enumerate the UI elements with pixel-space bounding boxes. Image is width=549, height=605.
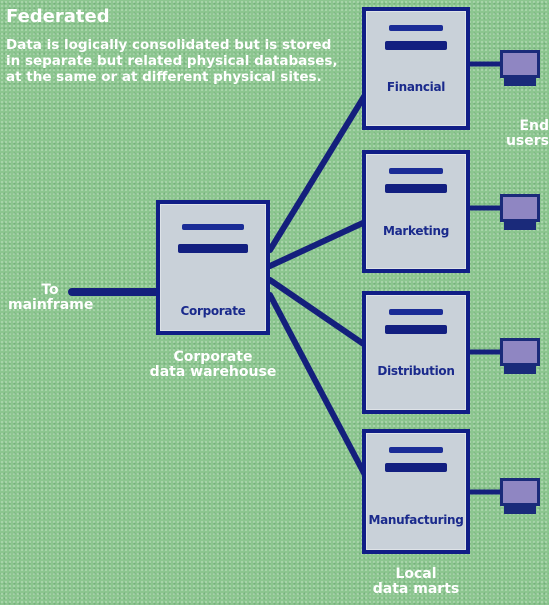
end-users-line2: users [505,133,549,149]
corporate-caption-line1: Corporate [173,349,253,365]
end-user-terminal-financial [500,50,540,86]
local-data-marts-caption: Local data marts [366,567,466,597]
database-disk-icon [389,447,443,453]
diagram-description: Data is logically consolidated but is st… [6,37,338,85]
database-disk-icon [385,463,447,472]
corporate-warehouse-caption: Corporate data warehouse [141,350,285,380]
mart-label-marketing: Marketing [382,224,450,238]
database-disk-icon [389,309,443,315]
mart-box-distribution: Distribution [362,291,470,414]
local-marts-line1: Local [395,566,437,582]
mart-label-financial: Financial [386,80,446,94]
connector-manufacturing [267,292,368,478]
database-disk-icon [385,184,447,193]
end-user-terminal-manufacturing [500,478,540,514]
end-users-line1: End [519,118,549,134]
end-user-terminal-marketing [500,194,540,230]
to-mainframe-caption: To mainframe [8,282,94,313]
mart-box-marketing: Marketing [362,150,470,273]
database-disk-icon [385,325,447,334]
computer-terminal-icon [500,338,540,366]
mart-label-distribution: Distribution [377,364,455,378]
to-mainframe-line1: To [41,282,59,298]
database-disk-icon [385,41,447,50]
end-users-caption: End users [498,119,549,149]
mart-box-manufacturing: Manufacturing [362,429,470,554]
connector-distribution [267,277,368,348]
computer-terminal-icon [500,194,540,222]
corporate-caption-line2: data warehouse [149,364,277,380]
corporate-box-label: Corporate [180,304,246,318]
diagram-title: Federated [6,6,110,27]
local-marts-line2: data marts [372,581,460,597]
corporate-warehouse-box: Corporate [156,200,270,335]
computer-terminal-icon [500,478,540,506]
database-disk-icon [389,25,443,31]
database-disk-icon [178,244,248,253]
connector-financial [267,92,368,253]
mart-label-manufacturing: Manufacturing [368,513,464,527]
connector-marketing [267,219,368,269]
end-user-terminal-distribution [500,338,540,374]
database-disk-icon [182,224,244,230]
computer-terminal-icon [500,50,540,78]
mart-box-financial: Financial [362,7,470,130]
database-disk-icon [389,168,443,174]
to-mainframe-line2: mainframe [8,297,94,313]
